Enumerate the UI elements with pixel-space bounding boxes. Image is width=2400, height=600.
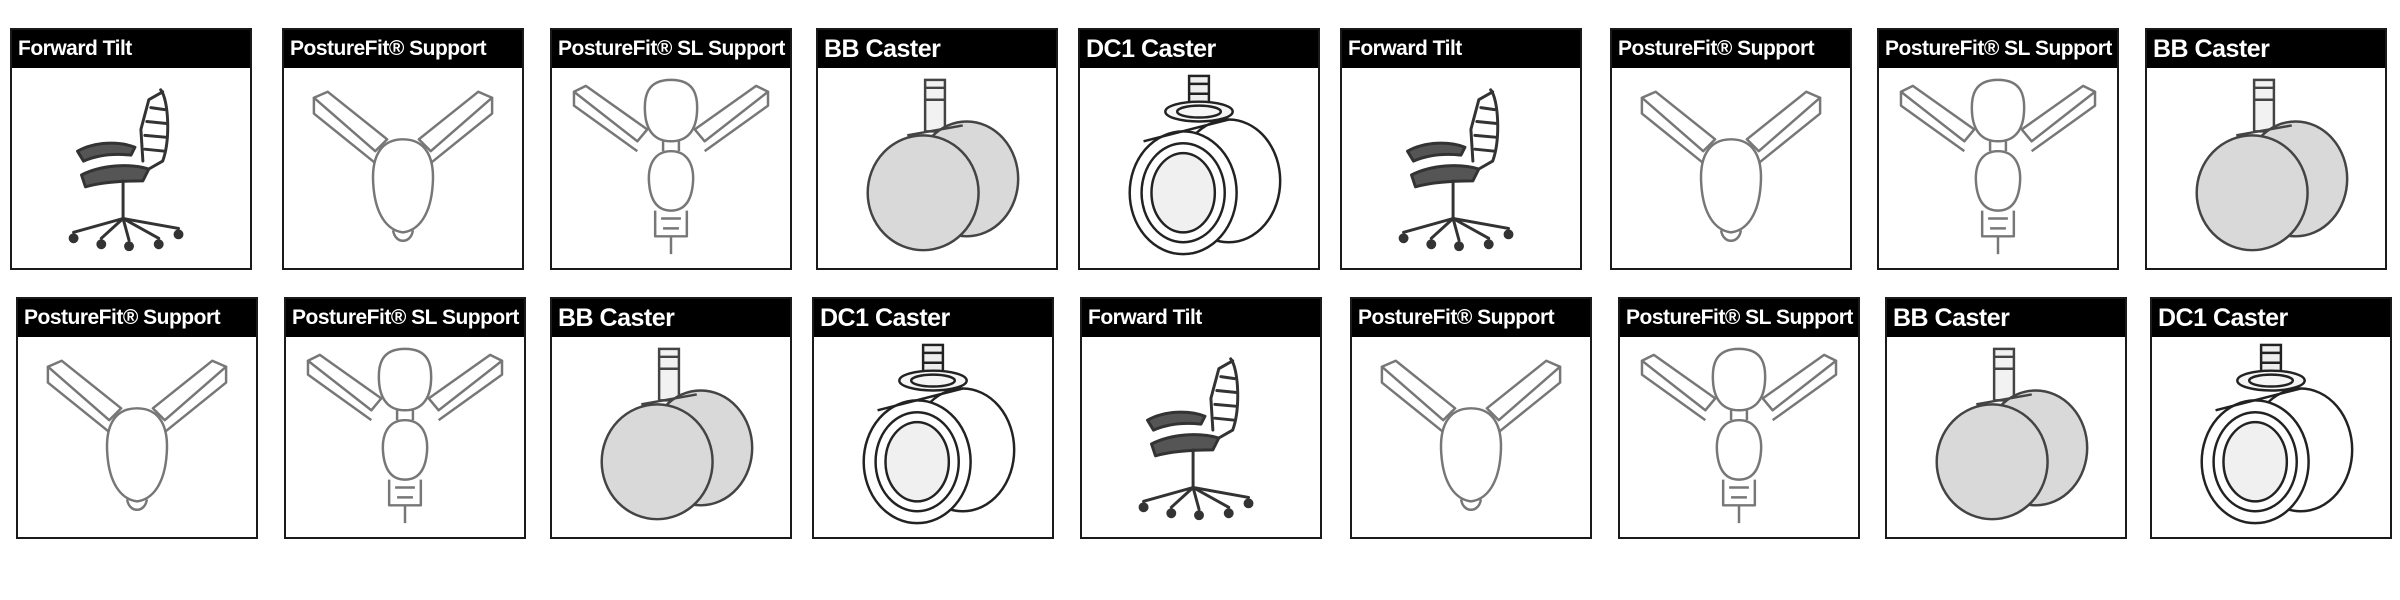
dc1-caster-icon <box>1080 70 1318 268</box>
tile-forward-tilt[interactable]: Forward Tilt <box>10 28 252 270</box>
chair-icon <box>12 70 250 268</box>
tile-header: Forward Tilt <box>1342 30 1580 68</box>
posturefit-support-icon <box>284 70 522 268</box>
tile-header: Forward Tilt <box>12 30 250 68</box>
posturefit-sl-support-icon <box>1620 339 1858 537</box>
posturefit-sl-support-icon <box>552 70 790 268</box>
tile-header: Forward Tilt <box>1082 299 1320 337</box>
tile-forward-tilt[interactable]: Forward Tilt <box>1080 297 1322 539</box>
tile-posturefit-sl-support[interactable]: PostureFit® SL Support <box>550 28 792 270</box>
tile-header: BB Caster <box>2147 30 2385 68</box>
tile-header: PostureFit® Support <box>1612 30 1850 68</box>
tile-posturefit-support[interactable]: PostureFit® Support <box>282 28 524 270</box>
tile-header: PostureFit® Support <box>18 299 256 337</box>
chair-icon <box>1082 339 1320 537</box>
posturefit-sl-support-icon <box>1879 70 2117 268</box>
dc1-caster-icon <box>2152 339 2390 537</box>
tile-posturefit-sl-support[interactable]: PostureFit® SL Support <box>284 297 526 539</box>
tile-header: PostureFit® SL Support <box>552 30 790 68</box>
tile-header: PostureFit® SL Support <box>286 299 524 337</box>
tile-posturefit-support[interactable]: PostureFit® Support <box>1350 297 1592 539</box>
tile-header: BB Caster <box>1887 299 2125 337</box>
tile-header: PostureFit® Support <box>1352 299 1590 337</box>
tile-posturefit-support[interactable]: PostureFit® Support <box>16 297 258 539</box>
bb-caster-icon <box>552 339 790 537</box>
tile-bb-caster[interactable]: BB Caster <box>2145 28 2387 270</box>
tile-bb-caster[interactable]: BB Caster <box>1885 297 2127 539</box>
tile-bb-caster[interactable]: BB Caster <box>550 297 792 539</box>
dc1-caster-icon <box>814 339 1052 537</box>
tile-header: PostureFit® SL Support <box>1879 30 2117 68</box>
posturefit-support-icon <box>1352 339 1590 537</box>
bb-caster-icon <box>2147 70 2385 268</box>
tile-header: DC1 Caster <box>2152 299 2390 337</box>
tile-header: PostureFit® SL Support <box>1620 299 1858 337</box>
tile-header: BB Caster <box>818 30 1056 68</box>
tile-posturefit-support[interactable]: PostureFit® Support <box>1610 28 1852 270</box>
posturefit-support-icon <box>18 339 256 537</box>
posturefit-sl-support-icon <box>286 339 524 537</box>
tile-bb-caster[interactable]: BB Caster <box>816 28 1058 270</box>
tile-dc1-caster[interactable]: DC1 Caster <box>1078 28 1320 270</box>
tile-header: DC1 Caster <box>1080 30 1318 68</box>
tile-posturefit-sl-support[interactable]: PostureFit® SL Support <box>1877 28 2119 270</box>
tile-forward-tilt[interactable]: Forward Tilt <box>1340 28 1582 270</box>
tile-dc1-caster[interactable]: DC1 Caster <box>2150 297 2392 539</box>
tile-header: PostureFit® Support <box>284 30 522 68</box>
chair-icon <box>1342 70 1580 268</box>
bb-caster-icon <box>1887 339 2125 537</box>
tile-posturefit-sl-support[interactable]: PostureFit® SL Support <box>1618 297 1860 539</box>
bb-caster-icon <box>818 70 1056 268</box>
tile-header: DC1 Caster <box>814 299 1052 337</box>
posturefit-support-icon <box>1612 70 1850 268</box>
tile-header: BB Caster <box>552 299 790 337</box>
tile-dc1-caster[interactable]: DC1 Caster <box>812 297 1054 539</box>
